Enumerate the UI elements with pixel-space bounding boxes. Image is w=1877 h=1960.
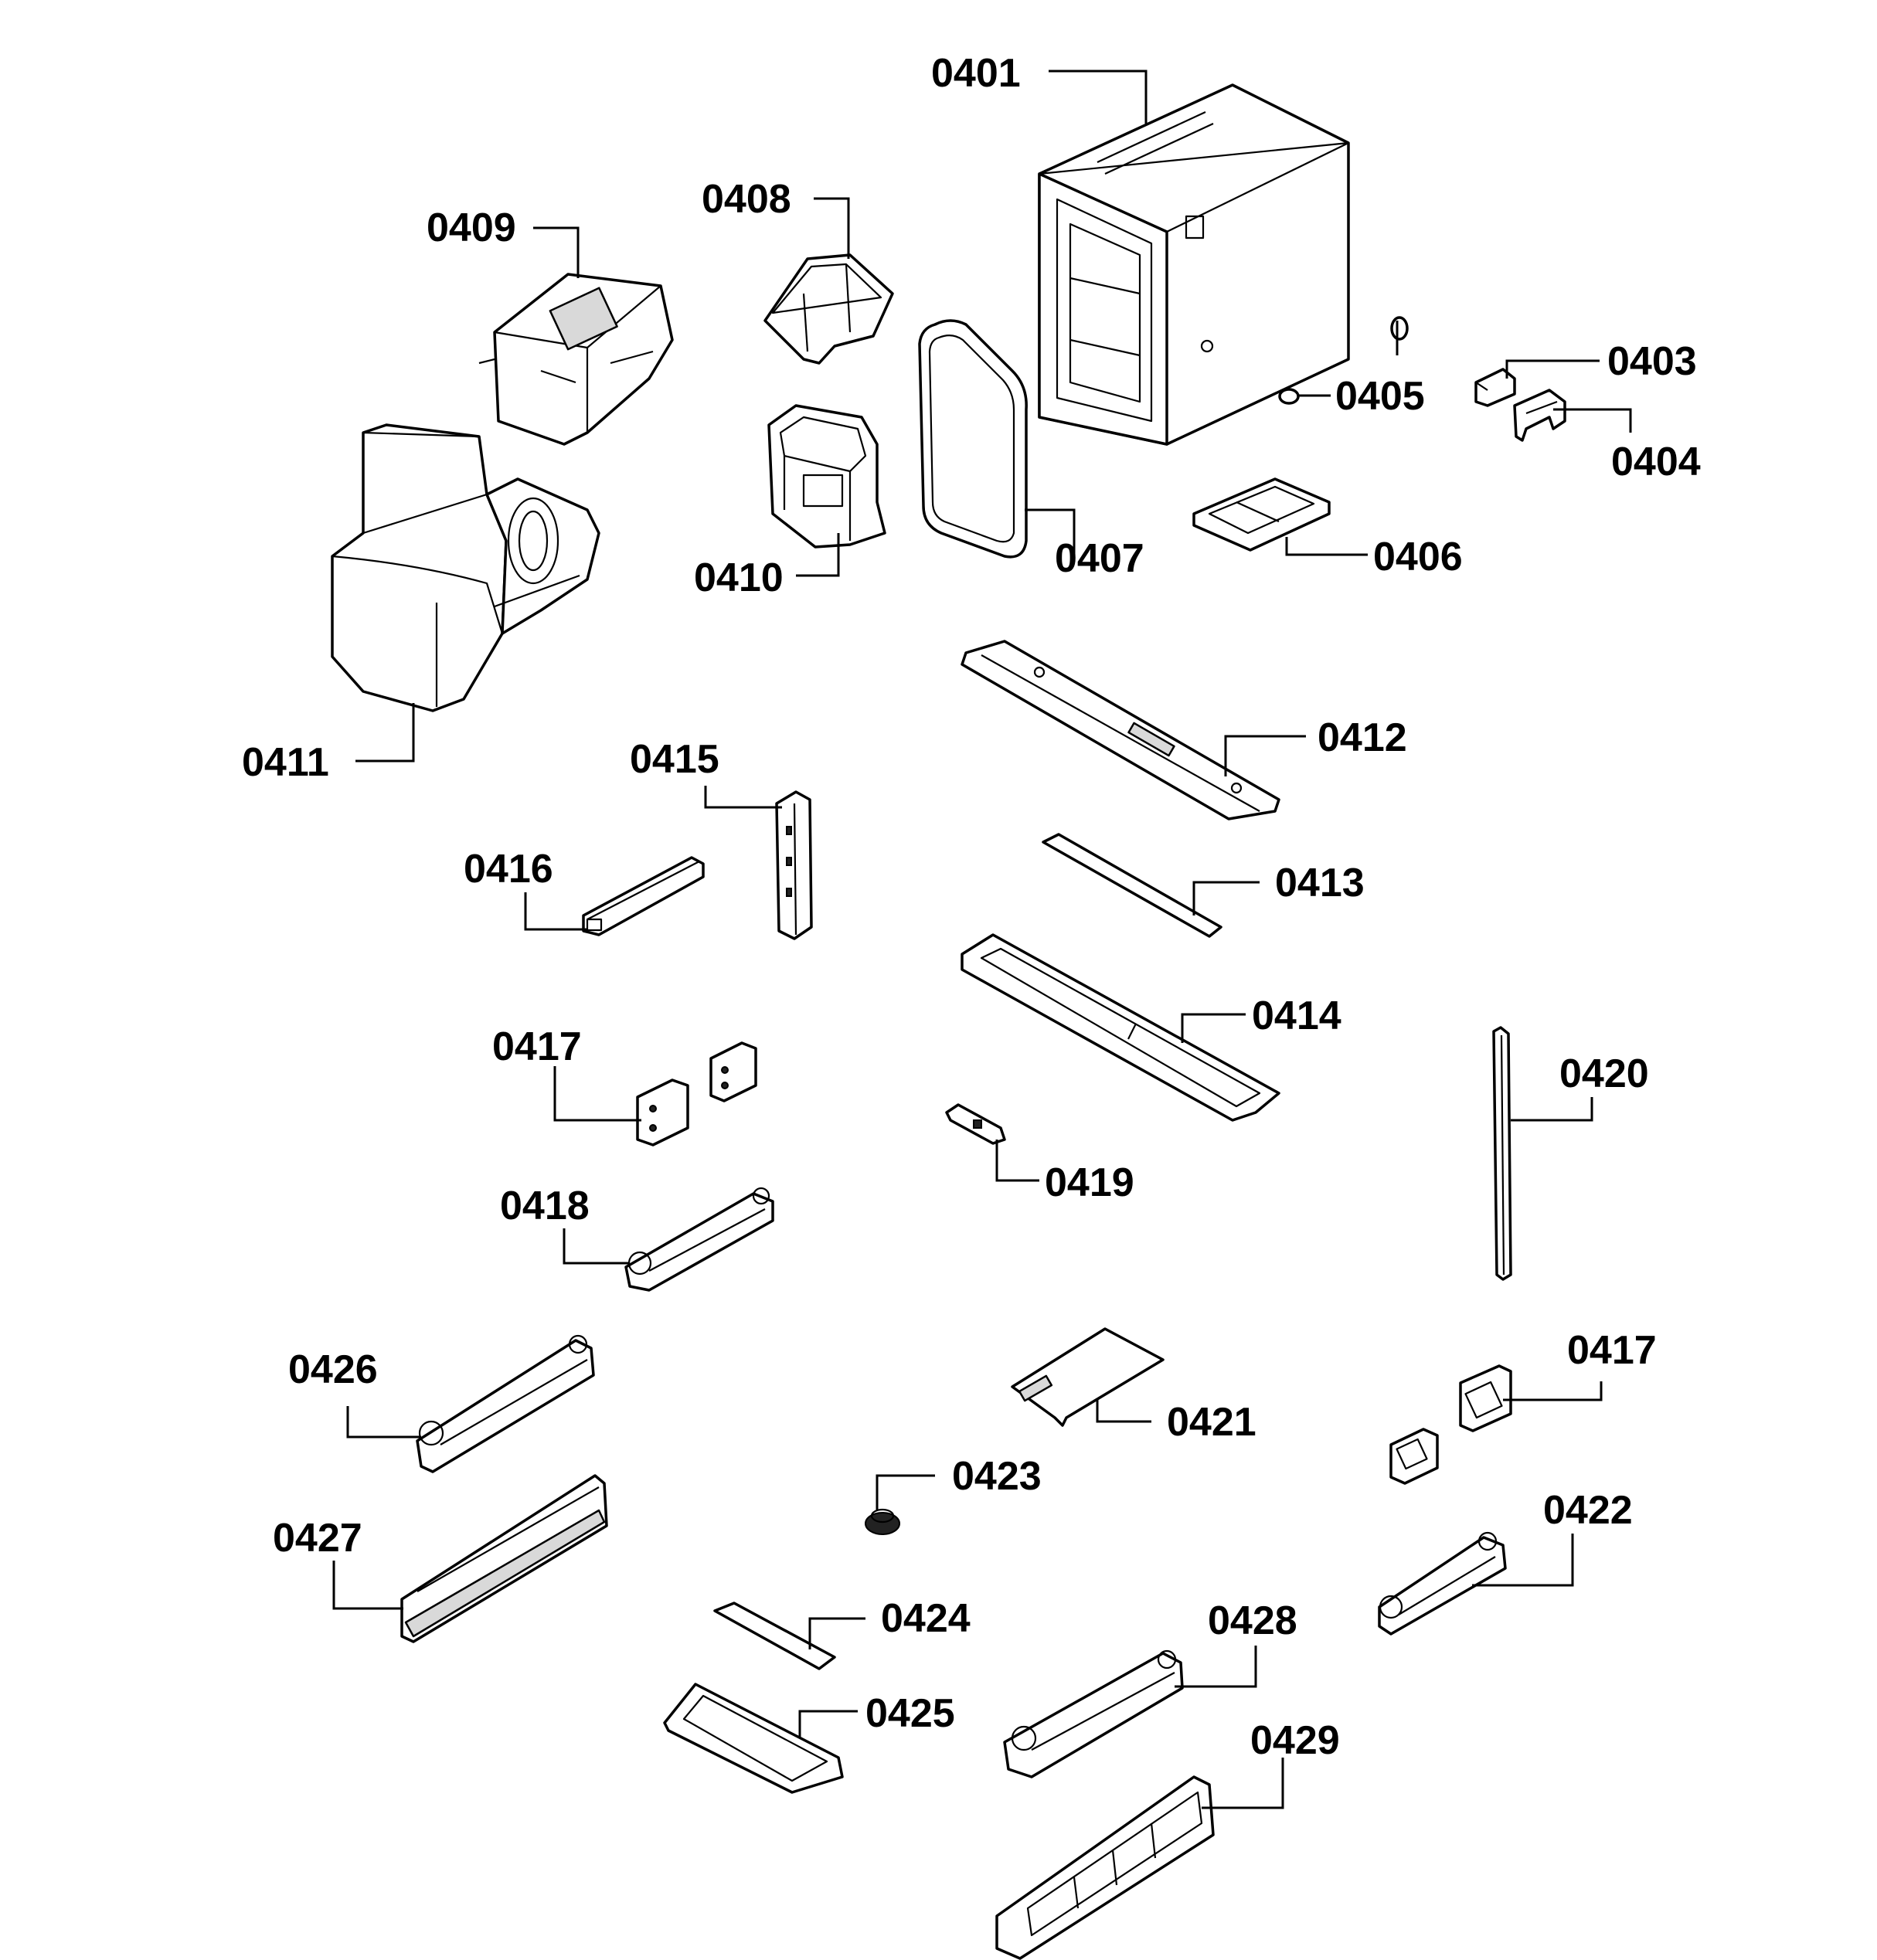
leader-0415	[704, 786, 782, 809]
part-0419-drawing	[945, 1103, 1006, 1145]
part-label-0428: 0428	[1208, 1598, 1297, 1643]
leader-0401	[1049, 70, 1148, 124]
leader-0413	[1192, 881, 1260, 915]
part-label-0426: 0426	[288, 1347, 378, 1392]
part-0426-drawing	[416, 1334, 595, 1473]
leader-0422	[1472, 1534, 1574, 1587]
part-0425-drawing	[663, 1683, 844, 1794]
part-0412-drawing	[961, 640, 1280, 820]
part-label-0401: 0401	[931, 51, 1021, 96]
part-0409-drawing	[478, 273, 674, 446]
part-label-0422: 0422	[1543, 1488, 1633, 1533]
part-label-0411: 0411	[242, 740, 329, 785]
leader-0408	[814, 197, 850, 259]
leader-0420	[1511, 1097, 1593, 1122]
part-0417b-drawing	[1389, 1364, 1512, 1485]
part-0420-drawing	[1492, 1026, 1512, 1281]
leader-0404	[1553, 408, 1632, 433]
part-0422-drawing	[1378, 1531, 1507, 1636]
leader-0425	[798, 1710, 858, 1738]
part-label-0418: 0418	[500, 1184, 590, 1228]
leader-lines	[332, 70, 1632, 1809]
leader-0419	[995, 1140, 1039, 1182]
part-label-0410: 0410	[694, 555, 784, 600]
part-0410-drawing	[767, 404, 886, 549]
part-label-0412: 0412	[1318, 715, 1407, 760]
leader-0410	[796, 533, 840, 577]
part-label-0423: 0423	[952, 1454, 1042, 1499]
part-label-0406: 0406	[1373, 535, 1463, 579]
part-label-0419: 0419	[1045, 1160, 1134, 1205]
part-0429-drawing	[995, 1775, 1215, 1960]
leader-0427	[332, 1561, 403, 1610]
leader-0429	[1202, 1758, 1284, 1809]
leader-0403	[1505, 359, 1600, 379]
leader-0423	[876, 1474, 935, 1510]
part-label-0414: 0414	[1252, 994, 1341, 1038]
part-label-0427: 0427	[273, 1516, 362, 1561]
leader-0406	[1285, 537, 1368, 556]
part-0428-drawing	[1003, 1649, 1184, 1778]
part-label-0405: 0405	[1335, 374, 1425, 419]
part-label-0407: 0407	[1055, 536, 1144, 581]
leader-0407	[1025, 508, 1076, 559]
leader-0414	[1181, 1013, 1246, 1043]
part-0414-drawing	[961, 933, 1280, 1122]
leader-0409	[533, 226, 580, 278]
part-label-0409: 0409	[427, 206, 516, 250]
leader-0421	[1096, 1398, 1151, 1423]
part-0407-drawing	[918, 319, 1028, 559]
part-label-0421: 0421	[1167, 1400, 1256, 1445]
part-0427-drawing	[400, 1474, 608, 1643]
part-label-0417-right: 0417	[1567, 1328, 1657, 1373]
part-label-0417: 0417	[492, 1024, 582, 1069]
part-0424-drawing	[713, 1602, 836, 1670]
leader-0428	[1175, 1646, 1257, 1688]
leader-0411	[355, 703, 415, 763]
part-label-0413: 0413	[1275, 861, 1365, 905]
part-label-0408: 0408	[702, 177, 791, 222]
leader-0417a	[553, 1066, 641, 1122]
part-0406-drawing	[1192, 477, 1331, 552]
part-0411-drawing	[331, 423, 600, 712]
part-0417a-drawing	[636, 1041, 757, 1146]
part-0418-drawing	[624, 1187, 774, 1292]
part-label-0416: 0416	[464, 847, 553, 892]
part-0416-drawing	[582, 856, 705, 936]
part-label-0424: 0424	[881, 1596, 971, 1641]
leader-0416	[524, 892, 587, 931]
leader-0418	[563, 1228, 630, 1265]
leader-0417b	[1503, 1381, 1603, 1401]
leader-0424	[808, 1617, 865, 1649]
part-label-0420: 0420	[1559, 1051, 1649, 1096]
leader-0412	[1224, 735, 1306, 776]
part-label-0403: 0403	[1607, 339, 1697, 384]
part-0413-drawing	[1042, 833, 1222, 938]
part-0423-drawing	[865, 1508, 900, 1535]
part-label-0415: 0415	[630, 737, 719, 782]
part-label-0429: 0429	[1250, 1718, 1340, 1763]
part-labels: 0401 0403 0404 0405 0406 0407 0408 0409 …	[242, 51, 1701, 1763]
part-0415-drawing	[775, 790, 813, 940]
part-0408-drawing	[763, 253, 894, 365]
part-0404-drawing	[1513, 389, 1566, 442]
part-label-0425: 0425	[865, 1691, 955, 1736]
part-0401-drawing	[1038, 83, 1350, 446]
part-0421-drawing	[1011, 1327, 1165, 1427]
leader-0426	[346, 1406, 421, 1439]
part-0403-drawing	[1474, 368, 1516, 407]
part-label-0404: 0404	[1611, 440, 1701, 484]
